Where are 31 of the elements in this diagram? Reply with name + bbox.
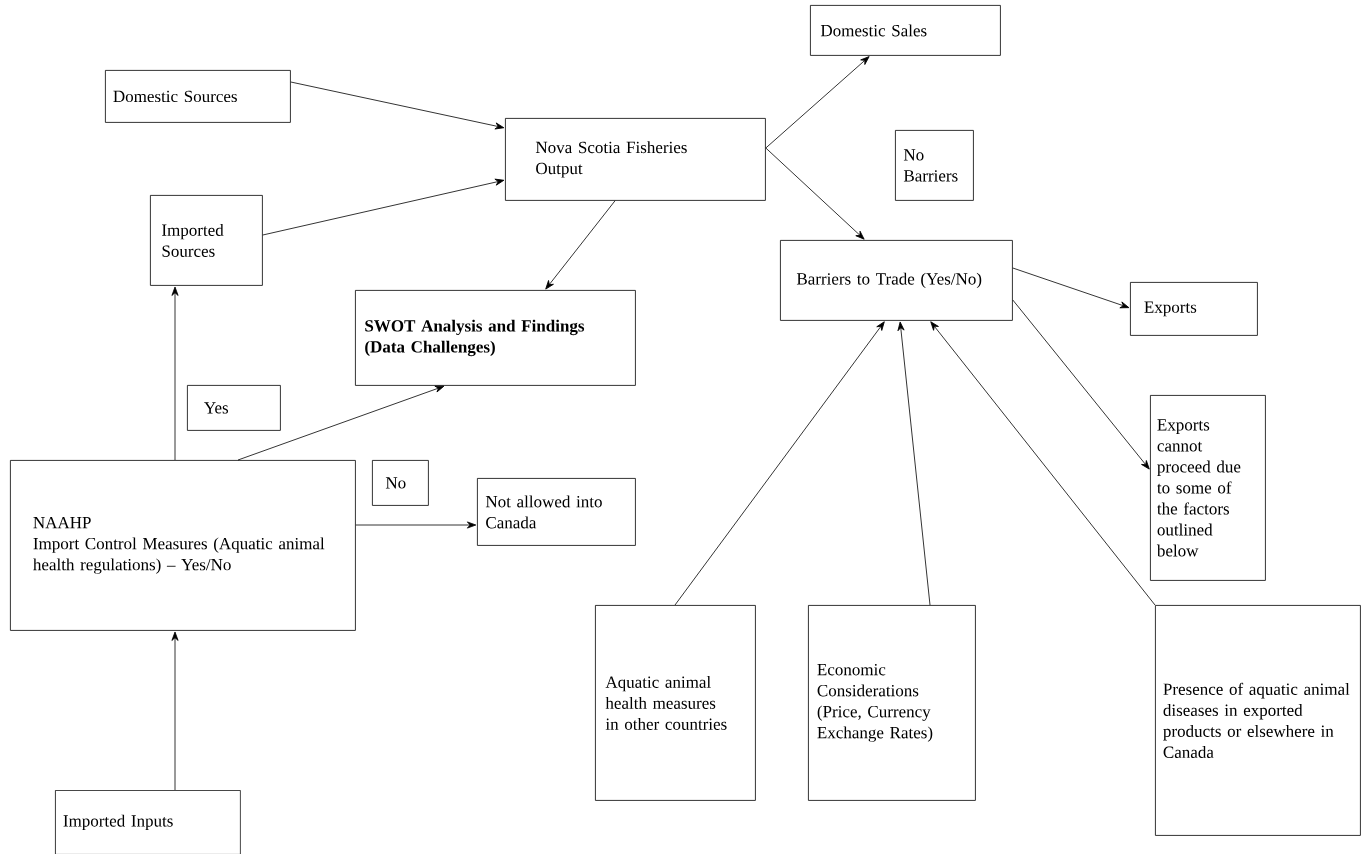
arrow — [171, 631, 179, 791]
text-box: No Barriers — [895, 130, 974, 201]
text-box: NAAHP Import Control Measures (Aquatic animal health regulations) – Yes/No — [10, 460, 356, 631]
text-box: Not allowed into Canada — [477, 478, 636, 546]
text-box: Imported Inputs — [55, 790, 241, 854]
arrow — [171, 286, 179, 461]
arrow — [355, 521, 477, 529]
text-box: Domestic Sources — [105, 70, 291, 123]
arrow — [1012, 267, 1130, 309]
text-box: Nova Scotia Fisheries Output — [505, 118, 766, 201]
text-box: Exports — [1130, 282, 1258, 336]
text-box: Economic Considerations (Price, Currency Exchange Rates) — [808, 605, 976, 801]
text-box: Aquatic animal health measures in other countries — [595, 605, 756, 801]
text-box: SWOT Analysis and Findings (Data Challenges) — [355, 290, 636, 386]
text-box: Yes — [187, 385, 281, 431]
arrow — [765, 147, 865, 240]
text-box: Exports cannot proceed due to some of the factors outlined below — [1150, 395, 1266, 581]
arrow — [765, 56, 870, 149]
text-box: Imported Sources — [150, 195, 263, 286]
arrow — [262, 178, 505, 236]
arrow — [290, 81, 505, 130]
arrow — [897, 321, 931, 606]
text-box: Presence of aquatic animal diseases in exported products or elsewhere in Canada — [1155, 605, 1361, 836]
arrow — [545, 200, 616, 290]
text-box: Barriers to Trade (Yes/No) — [780, 240, 1013, 321]
text-box: Domestic Sales — [810, 5, 1001, 56]
arrow — [1012, 299, 1150, 470]
arrow — [674, 321, 885, 606]
text-box: No — [372, 460, 429, 506]
arrow — [237, 385, 445, 461]
arrow — [930, 321, 1156, 606]
